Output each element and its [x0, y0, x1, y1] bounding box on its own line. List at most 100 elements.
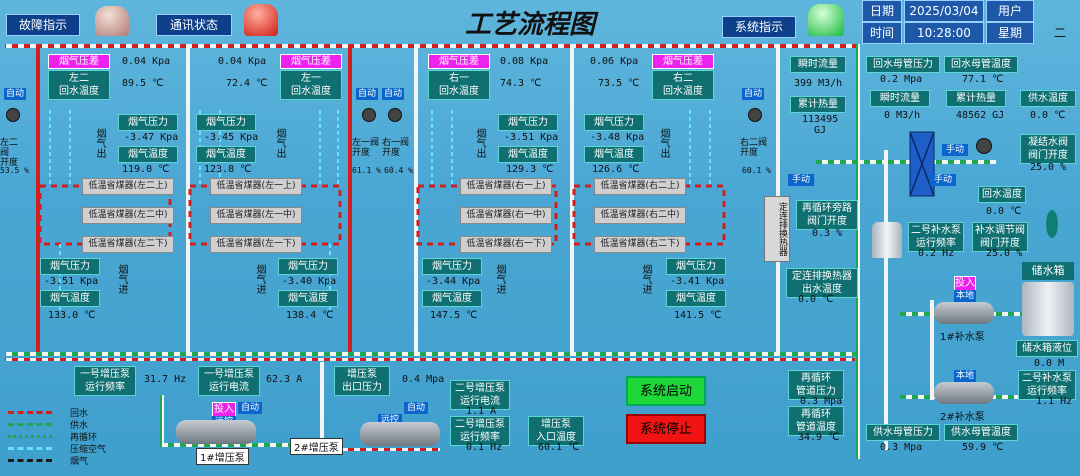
booster-pump2-icon[interactable]	[360, 422, 440, 446]
booster-out-pressure-label: 增压泵 出口压力	[334, 366, 390, 396]
right2-flue-diff-label: 烟气压差	[652, 54, 714, 69]
left2-return-temp-label: 左二 回水温度	[48, 70, 110, 100]
legend-label-air: 压缩空气	[70, 444, 107, 455]
flue-c-out-label: 烟气出	[474, 128, 485, 158]
heat-exchanger[interactable]: 定连排换热器	[764, 196, 790, 262]
right2-return-temp-label: 右二 回水温度	[652, 70, 714, 100]
right1-valve-actuator-icon[interactable]	[388, 108, 402, 122]
right2-flue-diff: 0.06 Kpa	[590, 56, 639, 67]
economizer-r2-top[interactable]: 低温省煤器(右二上)	[594, 178, 686, 195]
booster1-current-label: 一号增压泵 运行电流	[198, 366, 260, 396]
flue-c-pressure-label: 烟气压力	[498, 114, 558, 131]
cond-valve-actuator-icon[interactable]	[976, 138, 992, 154]
flue-e-pressure: -3.51 Kpa	[44, 276, 99, 287]
hx-manual-button[interactable]: 手动	[788, 174, 814, 186]
right2-valve-auto[interactable]: 自动	[742, 88, 764, 100]
flue-d-temp-label: 烟气温度	[584, 146, 644, 163]
cond-valve-label: 凝结水阀 阀门开度	[1020, 134, 1076, 164]
system-lamp	[808, 4, 844, 36]
ret-main-temp-label: 回水母管温度	[944, 56, 1018, 73]
right2-valve-label: 右二阀 开度	[740, 138, 768, 158]
supply-temp-label: 供水温度	[1020, 90, 1076, 107]
weekday-value: 二	[1054, 26, 1067, 40]
hx-out-temp-label: 定连排换热器 出水温度	[786, 268, 858, 298]
booster-in-temp-value: 60.1 ℃	[538, 442, 580, 453]
comm-status-label: 通讯状态	[156, 14, 232, 36]
legend-swatch-flue	[8, 458, 52, 462]
economizer-r2-mid[interactable]: 低温省煤器(右二中)	[594, 207, 686, 224]
economizer-r1-bot[interactable]: 低温省煤器(右一下)	[460, 236, 552, 253]
booster1-freq-label: 一号增压泵 运行频率	[74, 366, 136, 396]
comm-lamp	[244, 4, 278, 36]
right1-flue-diff-label: 烟气压差	[428, 54, 490, 69]
booster1-freq-value: 31.7 Hz	[144, 374, 187, 385]
flue-b-temp: 123.8 ℃	[204, 164, 252, 175]
system-stop-button[interactable]: 系统停止	[626, 414, 706, 444]
right2-valve-actuator-icon[interactable]	[748, 108, 762, 122]
flue-d-out-label: 烟气出	[658, 128, 669, 158]
left2-flue-diff-label: 烟气压差	[48, 54, 110, 69]
economizer-l1-mid[interactable]: 低温省煤器(左一中)	[210, 207, 302, 224]
flue-h-temp-label: 烟气温度	[666, 290, 726, 307]
flue-a-temp-label: 烟气温度	[118, 146, 178, 163]
flue-g-in-label: 烟气进	[494, 264, 505, 294]
mk-pump1-local-badge[interactable]: 本地	[954, 290, 976, 302]
date-value: 2025/03/04	[904, 0, 984, 22]
mk-pump1-input-badge[interactable]: 投入	[954, 276, 976, 291]
rec-pressure-value: 0.3 Mpa	[800, 396, 843, 407]
cum-heat-value: 113495 GJ	[802, 114, 839, 136]
booster1-auto-badge[interactable]: 自动	[238, 402, 262, 414]
makeup-pump2-label: 2#补水泵	[940, 412, 985, 423]
air-valve-icon[interactable]	[1046, 210, 1058, 238]
mk-pump2-local-badge[interactable]: 本地	[954, 370, 976, 382]
legend-swatch-air	[8, 446, 52, 450]
makeup-pump1-icon[interactable]	[934, 302, 994, 324]
flue-e-pressure-label: 烟气压力	[40, 258, 100, 275]
inst-flow2-value: 0 M3/h	[884, 110, 921, 121]
ret-temp-value: 0.0 ℃	[986, 206, 1022, 217]
flue-b-temp-label: 烟气温度	[196, 146, 256, 163]
economizer-r1-mid[interactable]: 低温省煤器(右一中)	[460, 207, 552, 224]
legend: 回水 供水 再循环 压缩空气 烟气	[8, 406, 108, 467]
left1-return-temp-label: 左一 回水温度	[280, 70, 342, 100]
ret-temp-manual[interactable]: 手动	[930, 174, 956, 186]
time-label: 时间	[862, 22, 902, 44]
left1-valve-auto[interactable]: 自动	[356, 88, 378, 100]
legend-item: 压缩空气	[8, 442, 108, 455]
economizer-l2-top[interactable]: 低温省煤器(左二上)	[82, 178, 174, 195]
right2-valve-opening: 60.1 %	[742, 166, 771, 175]
cond-valve-manual[interactable]: 手动	[942, 144, 968, 156]
mk2-freq-value: 0.2 Hz	[918, 248, 955, 259]
system-start-button[interactable]: 系统启动	[626, 376, 706, 406]
left1-valve-label: 左一阀 开度	[352, 138, 380, 158]
booster1-input-badge[interactable]: 投入	[212, 402, 236, 417]
booster2-freq-value: 0.1 Hz	[466, 442, 503, 453]
legend-label-supply: 供水	[70, 420, 89, 431]
makeup-pump2-icon[interactable]	[934, 382, 994, 404]
booster2-auto-badge[interactable]: 自动	[404, 402, 428, 414]
left2-valve-actuator-icon[interactable]	[6, 108, 20, 122]
user-label: 用户	[986, 0, 1034, 22]
flue-g-temp: 147.5 ℃	[430, 310, 478, 321]
flue-b-pressure-label: 烟气压力	[196, 114, 256, 131]
right1-valve-label: 右一阀 开度	[382, 138, 410, 158]
economizer-l2-bot[interactable]: 低温省煤器(左二下)	[82, 236, 174, 253]
economizer-l2-mid[interactable]: 低温省煤器(左二中)	[82, 207, 174, 224]
rec-bypass-value: 0.3 %	[812, 228, 843, 239]
booster-pump1-icon[interactable]	[176, 420, 256, 444]
economizer-r1-top[interactable]: 低温省煤器(右一上)	[460, 178, 552, 195]
booster2-current-value: 1.1 A	[466, 406, 497, 417]
left2-valve-label: 左二阀 开度	[0, 138, 19, 168]
economizer-l1-bot[interactable]: 低温省煤器(左一下)	[210, 236, 302, 253]
flue-f-pressure: -3.40 Kpa	[282, 276, 337, 287]
left2-valve-auto[interactable]: 自动	[4, 88, 26, 100]
right1-valve-auto[interactable]: 自动	[382, 88, 404, 100]
rec-temp-value: 34.9 ℃	[798, 432, 840, 443]
flue-c-temp: 129.3 ℃	[506, 164, 554, 175]
legend-item: 回水	[8, 406, 108, 419]
economizer-l1-top[interactable]: 低温省煤器(左一上)	[210, 178, 302, 195]
economizer-r2-bot[interactable]: 低温省煤器(右二下)	[594, 236, 686, 253]
left1-valve-actuator-icon[interactable]	[362, 108, 376, 122]
legend-swatch-recirc	[8, 434, 52, 438]
flue-d-pressure-label: 烟气压力	[584, 114, 644, 131]
